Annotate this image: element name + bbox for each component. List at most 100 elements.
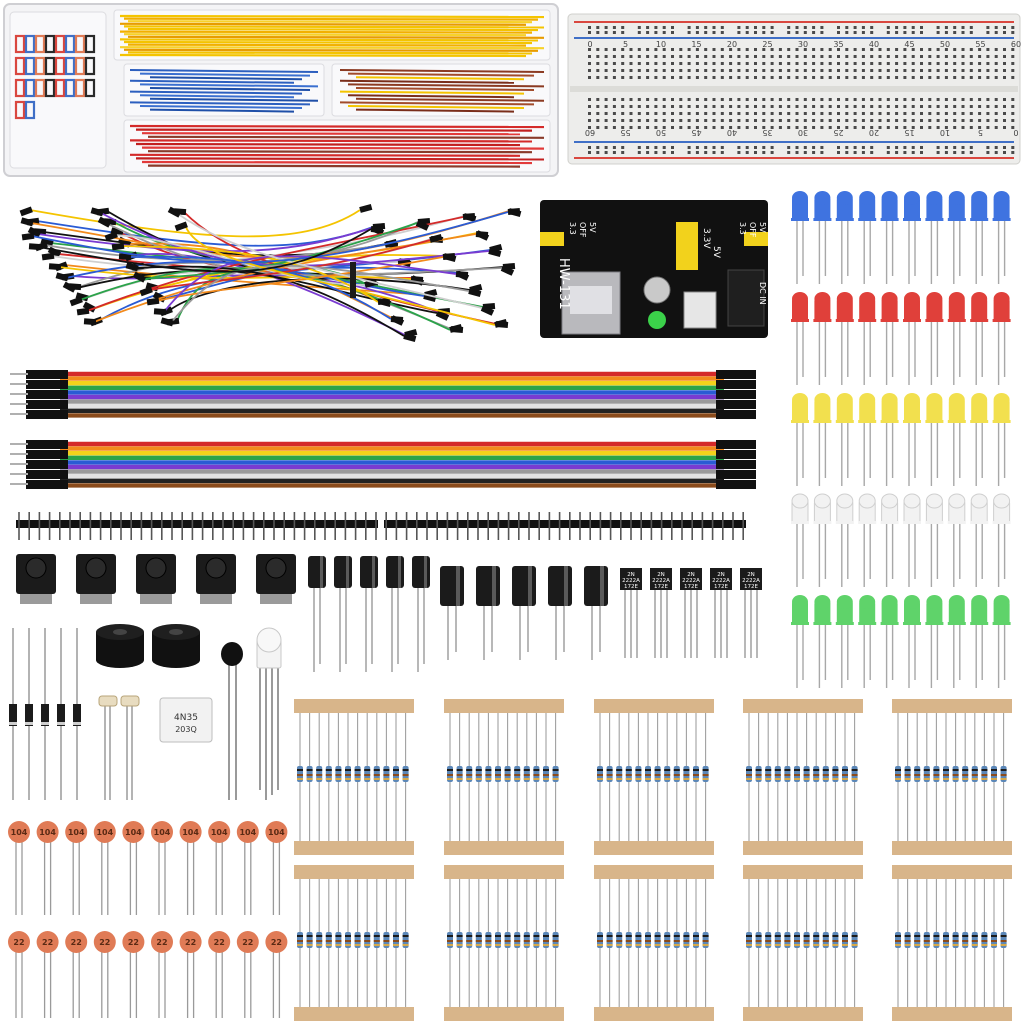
breadboard-hole [745,55,749,58]
breadboard-hole [895,62,899,65]
resistor-band [832,935,839,937]
resistor-band [746,774,752,776]
breadboard-hole [729,69,733,72]
resistor-band [325,935,332,937]
breadboard-hole [928,48,932,51]
rail-hole [944,26,948,29]
rail-hole [654,151,658,154]
breadboard-hole [671,48,674,51]
breadboard-hole [604,119,608,122]
breadboard-hole [770,98,774,101]
breadboard-column-number: 40 [869,40,879,49]
breadboard-hole [837,48,840,51]
resistor-band [895,944,901,946]
transistor-label: 172E [684,584,698,590]
ceramic-capacitor [36,931,59,953]
electrolytic-capacitor [476,566,500,606]
resistor-band [813,769,820,771]
breadboard-hole [762,126,766,129]
breadboard-column-number: 35 [762,128,772,137]
breadboard-hole [953,48,957,51]
resistor-band [664,769,671,771]
led-rim [880,218,899,221]
rail-hole [936,151,940,154]
led-rim [992,319,1011,322]
breadboard-hole [953,105,957,108]
breadboard-hole [994,98,998,101]
rail-hole [961,146,965,149]
resistor-band [645,935,651,937]
resistor-band [822,774,829,776]
diode-band [25,722,33,725]
resistor-band [616,935,623,937]
resistor-band [383,944,390,946]
resistor-band [345,778,351,780]
resistor-band [533,944,540,946]
breadboard-hole [662,112,666,115]
resistor-band [466,774,473,776]
breadboard-hole [629,55,633,58]
breadboard-hole [870,69,874,72]
resistor-band [495,778,501,780]
rail-hole [596,31,600,34]
resistor-band [475,935,482,937]
short-jumper [44,56,56,76]
breadboard-hole [654,48,658,51]
ceramic-cap-label: 22 [242,938,253,947]
dupont-wire [163,255,457,313]
rail-hole [994,151,998,154]
dupont-connector [110,227,124,237]
resistor-band [393,935,399,937]
rail-hole [1003,26,1006,29]
resistor-band [354,935,361,937]
breadboard-hole [671,69,674,72]
resistor-band [306,769,313,771]
breadboard-hole [944,69,948,72]
led-rim [813,521,832,524]
breadboard-hole [886,105,890,108]
breadboard-hole [737,112,741,115]
ceramic-cap-label: 104 [125,828,142,837]
resistor-band [297,944,303,946]
dupont-connector [462,212,476,220]
rail-hole [853,31,857,34]
transistor-label: 172E [714,584,728,590]
breadboard-hole [886,98,890,101]
resistor-band [784,778,791,780]
dupont-connector [82,301,97,313]
tactile-button-frame [20,594,52,604]
resistor-tape-top [743,699,863,713]
breadboard-hole [1011,119,1015,122]
power-module-left-label-3: 5V [588,222,597,233]
resistor-band [543,769,549,771]
optocoupler-code: 203Q [175,725,197,734]
breadboard-hole [1011,105,1015,108]
breadboard-hole [895,126,899,129]
cap-stripe [320,556,323,588]
resistor-band [514,935,521,937]
rail-hole [737,26,741,29]
breadboard-hole [662,105,666,108]
breadboard-hole [787,119,791,122]
breadboard-column-number: 0 [587,40,592,49]
breadboard-hole [837,76,840,79]
breadboard-hole [870,55,874,58]
ceramic-cap-label: 22 [128,938,139,947]
breadboard-hole [953,98,957,101]
breadboard-hole [803,55,807,58]
rail-hole [853,151,857,154]
power-supply-module: HW-131 3.3V 5V 3.3 OFF 5V 3.3 OFF 5V DC … [540,200,768,338]
breadboard-hole [737,69,741,72]
dupont-wire [135,265,405,337]
rail-hole [1011,146,1015,149]
led-white-dome [881,493,899,509]
rail-hole [612,151,616,154]
breadboard-hole [936,98,940,101]
breadboard-hole [812,105,816,108]
dupont-connector [20,217,34,227]
resistor-band [971,778,978,780]
dupont-connector [97,216,112,228]
breadboard-hole [646,55,650,58]
ribbon-connector-left [26,410,68,419]
breadboard-hole [986,48,990,51]
